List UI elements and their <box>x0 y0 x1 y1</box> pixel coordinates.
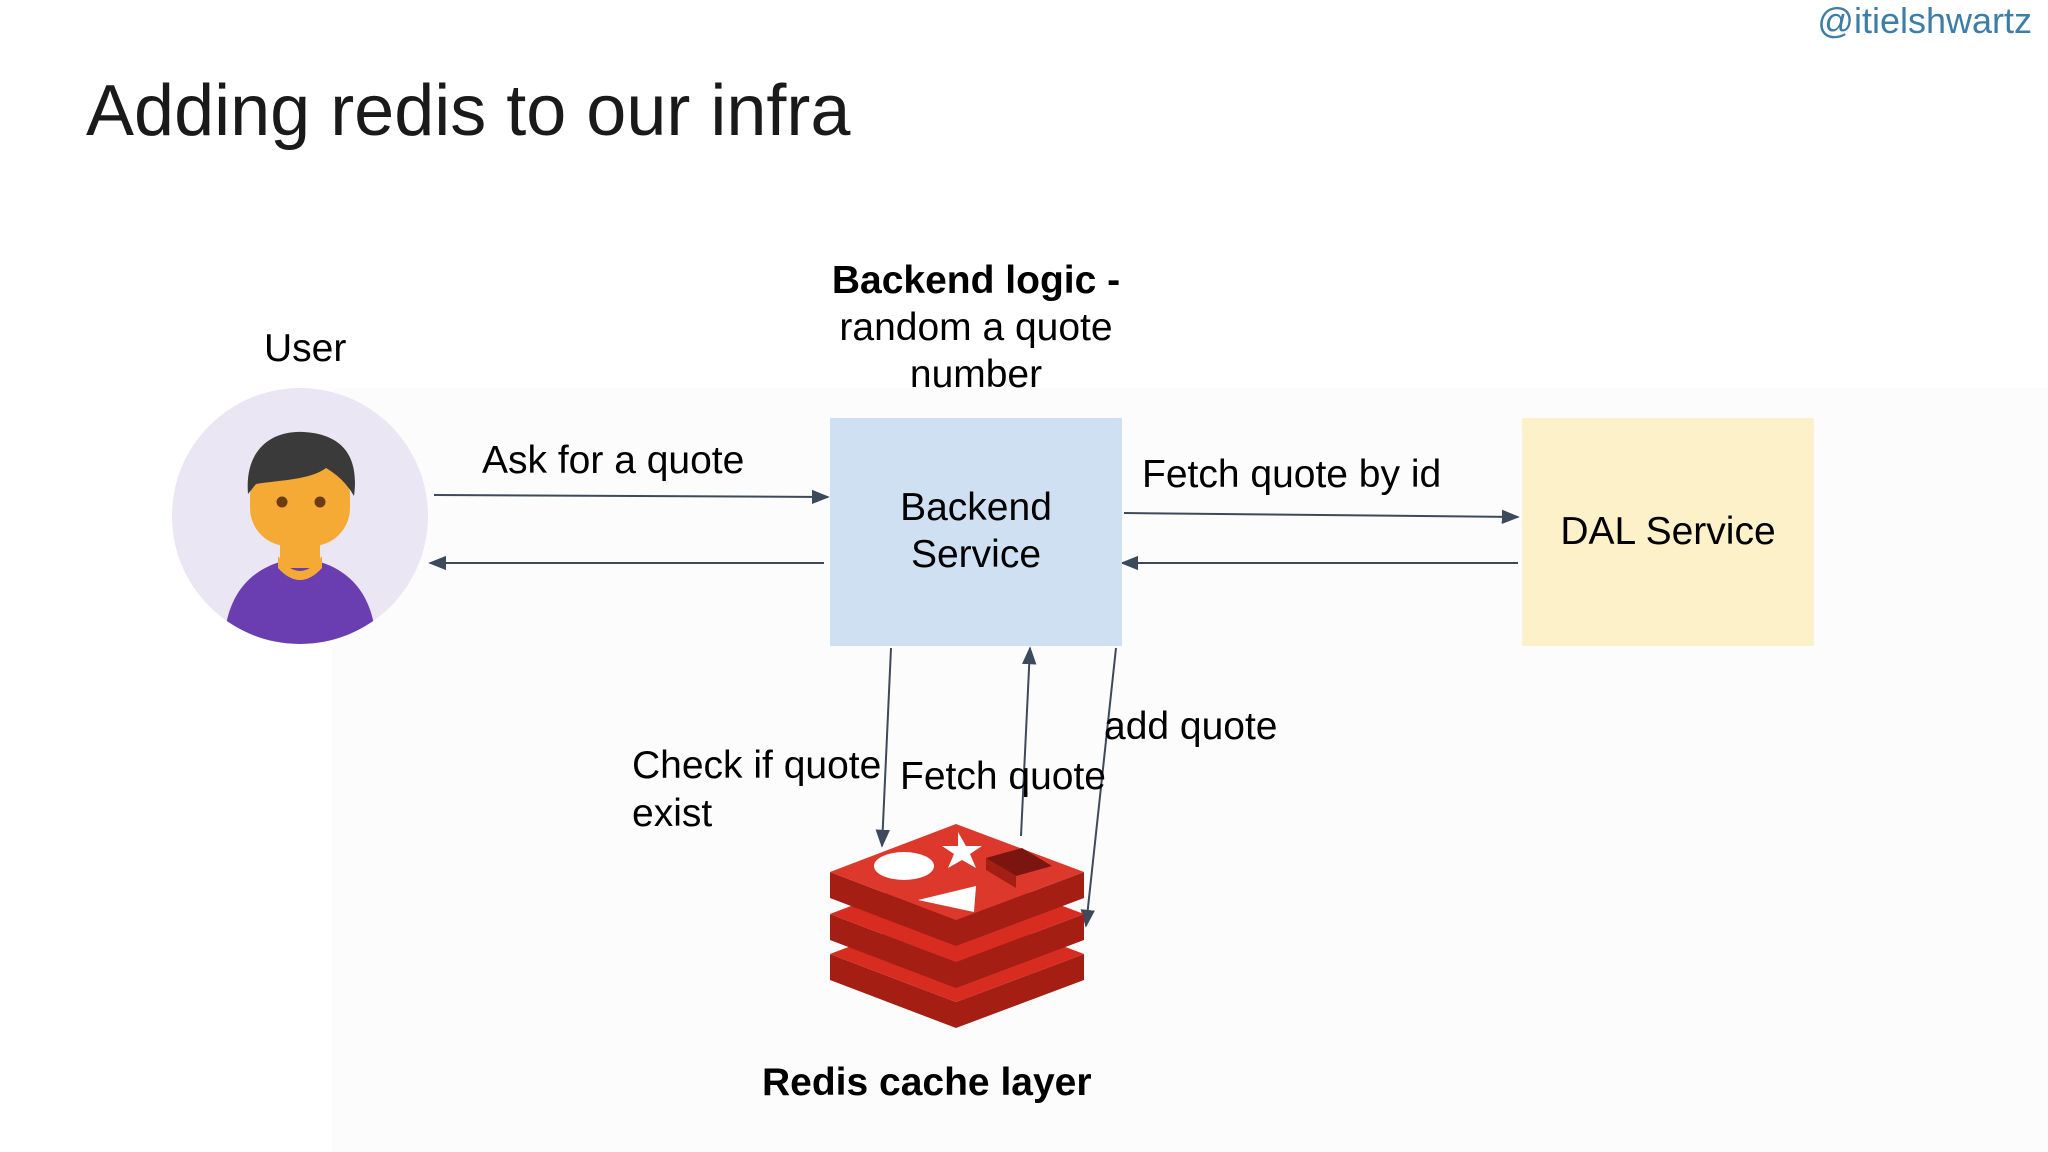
user-avatar-icon <box>172 388 428 644</box>
redis-logo-icon <box>830 824 1084 1028</box>
arrow-fetch-quote <box>1020 646 1037 837</box>
user-label: User <box>264 327 347 370</box>
dal-service-box: DAL Service <box>1522 418 1814 646</box>
edge-label-fetch-quote: Fetch quote <box>900 755 1106 798</box>
author-handle: @itielshwartz <box>1817 0 2032 41</box>
arrow-user-to-backend <box>433 489 830 505</box>
backend-service-box: Backend Service <box>830 418 1122 646</box>
edge-label-fetch-quote-by-id: Fetch quote by id <box>1142 453 1442 496</box>
edge-label-check-if-quote-exist: Check if quote exist <box>632 744 882 835</box>
backend-logic-title: Backend logic - <box>831 259 1121 302</box>
edge-label-add-quote: add quote <box>1104 705 1278 748</box>
arrow-add-quote <box>1080 647 1117 928</box>
backend-logic-note: Backend logic - random a quote number <box>776 258 1176 398</box>
redis-layer-label: Redis cache layer <box>762 1061 1092 1104</box>
arrow-backend-to-dal <box>1123 509 1520 525</box>
slide-title: Adding redis to our infra <box>86 71 851 151</box>
backend-logic-detail: random a quote number <box>839 305 1113 396</box>
edge-label-ask-for-quote: Ask for a quote <box>482 439 745 482</box>
arrow-check-quote <box>875 647 892 848</box>
